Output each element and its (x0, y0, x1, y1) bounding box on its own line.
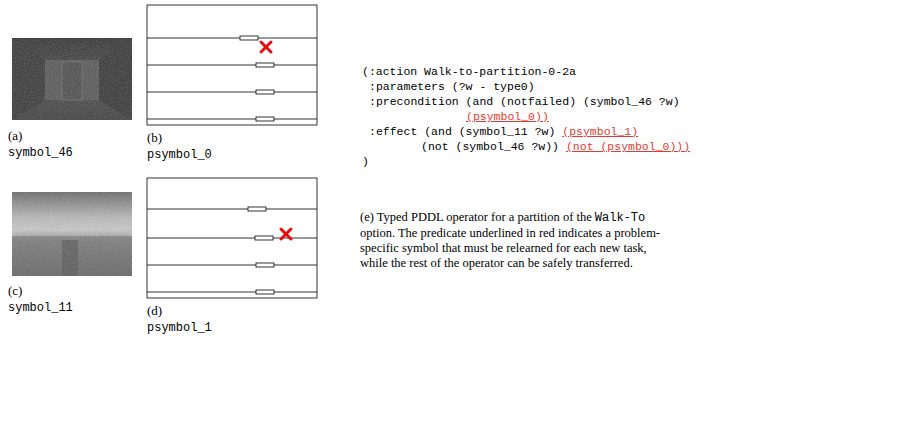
code-line: ) (362, 154, 369, 169)
code-line: :effect (and (symbol_11 ?w) (psymbol_1) (369, 124, 638, 139)
pddl-code: (not (symbol_46 ?w)) (421, 140, 559, 153)
code-line: (psymbol_0)) (466, 109, 549, 124)
code-line: (:action Walk-to-partition-0-2a (362, 64, 576, 79)
symbol-name: symbol_46 (8, 146, 73, 160)
symbol-name: symbol_11 (8, 301, 73, 315)
subfigure-label: (b) (147, 130, 162, 146)
agent-cross-d (281, 229, 291, 239)
subfigure-label: (c) (8, 283, 22, 299)
subfigure-label: (a) (8, 128, 22, 144)
agent-cross-b (261, 42, 271, 52)
observation-image-c (12, 192, 132, 276)
code-line: (not (symbol_46 ?w)) (not (psymbol_0))) (421, 139, 690, 154)
observation-image-a (12, 38, 132, 120)
pddl-code: ) (362, 155, 369, 168)
subfigure-label: (e) (360, 210, 374, 224)
pddl-code: :parameters (?w - type0) (369, 80, 535, 93)
symbol-name: psymbol_1 (147, 321, 212, 335)
pddl-code: :precondition (and (notfailed) (symbol_4… (369, 95, 680, 108)
caption-text: Typed PDDL operator for a partition of t… (377, 210, 592, 224)
caption-text: option. The predicate underlined in red … (360, 226, 660, 270)
problem-specific-predicate: (not (psymbol_0))) (566, 140, 690, 153)
drawer-diagram-d (147, 178, 317, 298)
problem-specific-predicate: (psymbol_1) (562, 125, 638, 138)
subfigure-caption: (e) Typed PDDL operator for a partition … (360, 210, 665, 271)
subfigure-label: (d) (147, 303, 162, 319)
code-line: :precondition (and (notfailed) (symbol_4… (369, 94, 680, 109)
problem-specific-predicate: (psymbol_0)) (466, 110, 549, 123)
pddl-code: (:action Walk-to-partition-0-2a (362, 65, 576, 78)
drawer-diagram-b (147, 5, 317, 125)
code-line: :parameters (?w - type0) (369, 79, 535, 94)
caption-text: Walk-To (595, 211, 645, 225)
symbol-name: psymbol_0 (147, 148, 212, 162)
pddl-code: :effect (and (symbol_11 ?w) (369, 125, 555, 138)
